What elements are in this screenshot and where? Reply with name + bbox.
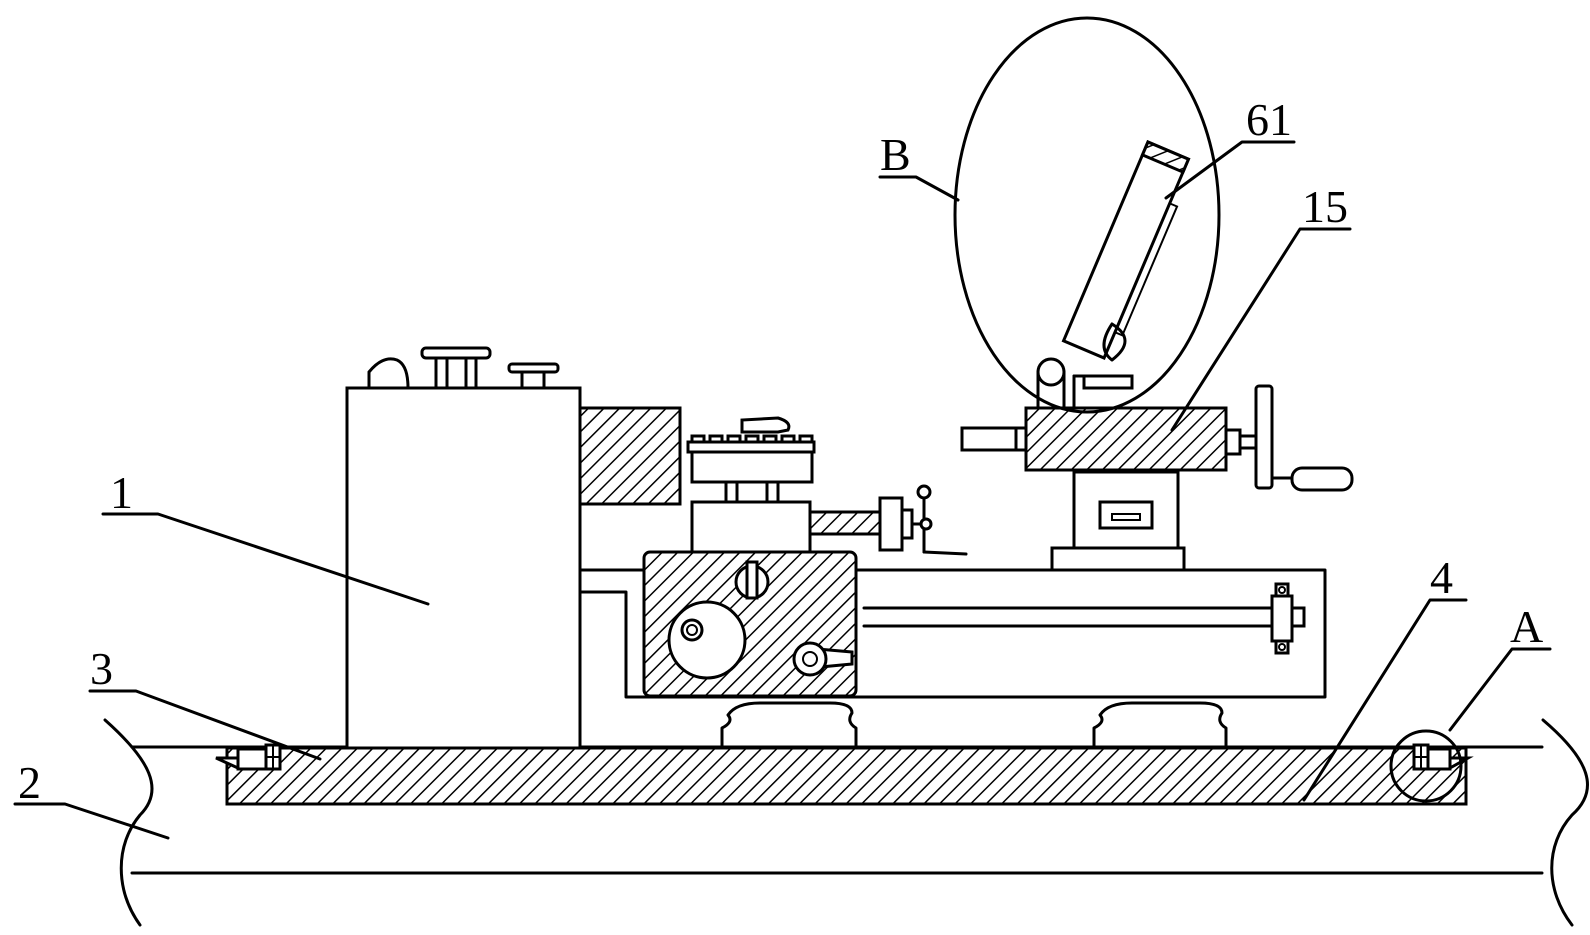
leader-b	[880, 177, 958, 200]
cross-feed-screw	[810, 486, 966, 554]
label-3: 3	[90, 643, 113, 694]
label-1: 1	[110, 467, 133, 518]
label-b: B	[880, 129, 911, 180]
base-plate	[227, 748, 1466, 804]
detail-ellipse-b	[955, 18, 1219, 412]
label-2: 2	[18, 757, 41, 808]
tool-post	[688, 418, 814, 552]
top-knob-1	[422, 348, 490, 388]
tool-clamp-studs	[690, 436, 814, 442]
handwheel	[669, 602, 745, 678]
main-body	[347, 348, 580, 748]
top-knob-2	[509, 364, 558, 388]
carriage	[644, 552, 856, 696]
rod-bearing	[1272, 584, 1304, 653]
tailstock	[962, 386, 1352, 570]
tilted-head	[1038, 142, 1196, 408]
motor-block	[580, 408, 680, 504]
label-15: 15	[1302, 181, 1348, 232]
tailstock-handwheel	[1256, 386, 1352, 490]
label-4: 4	[1430, 552, 1453, 603]
support-feet	[722, 703, 1226, 748]
leader-a	[1450, 649, 1550, 730]
label-a: A	[1510, 601, 1543, 652]
label-61: 61	[1246, 94, 1292, 145]
